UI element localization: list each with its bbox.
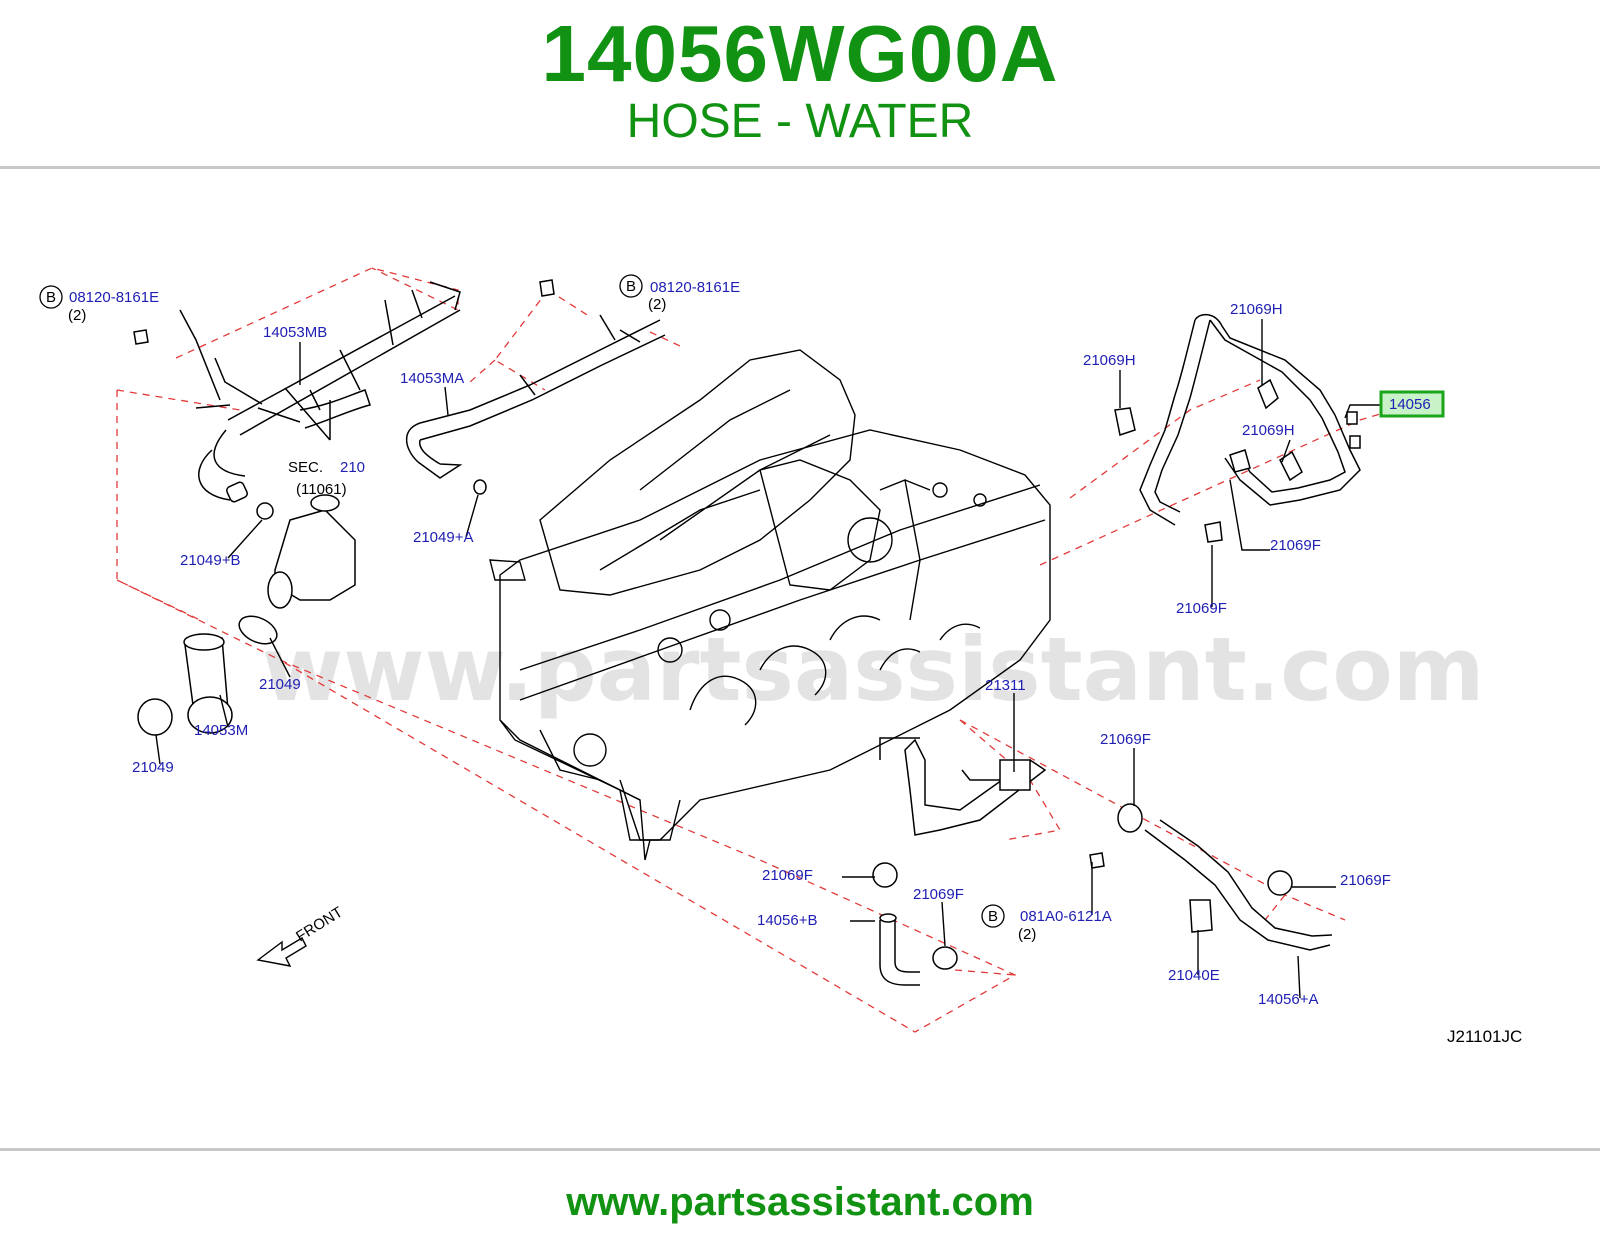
page-header: 14056WG00A HOSE - WATER [0,0,1600,168]
middle-pipe-group [405,279,681,495]
label-14053M: 14053M [194,722,248,739]
diagram-code: J21101JC [1447,1027,1522,1046]
label-21049-1: 21049 [259,676,301,693]
watermark-text: www.partsassistant.com [262,618,1485,721]
label-14056A: 14056+A [1258,991,1318,1008]
parts-diagram: www.partsassistant.com [39,267,1522,1046]
label-21069F-6: 21069F [913,886,964,903]
header-divider [0,166,1600,169]
label-08120-8161E-2: 08120-8161E [650,279,740,296]
label-21069H-2: 21069H [1083,352,1136,369]
footer-url[interactable]: www.partsassistant.com [566,1180,1034,1224]
bolt-badge-3-text: B [988,908,998,925]
label-qty-3: (2) [1018,926,1036,943]
left-pipe-group [116,267,1017,1033]
part-number-title: 14056WG00A [541,9,1059,98]
label-21049-2: 21049 [132,759,174,776]
label-14053MB: 14053MB [263,324,327,341]
label-21049B: 21049+B [180,552,240,569]
footer-divider [0,1148,1600,1151]
sec-sub: (11061) [296,481,347,498]
label-21069F-5: 21069F [762,867,813,884]
label-21069H-3: 21069H [1242,422,1295,439]
label-14056B: 14056+B [757,912,817,929]
callout-bolt-1: B 08120-8161E (2) [39,285,159,324]
highlighted-part-box [1379,390,1445,418]
callout-bolt-2: B 08120-8161E (2) [619,274,740,313]
bolt-badge-2-text: B [626,278,636,295]
bolt-badge-2 [619,274,643,298]
callout-bolt-3: B 081A0-6121A (2) [981,904,1112,943]
label-21069F-4: 21069F [1340,872,1391,889]
label-qty-1: (2) [68,307,86,324]
label-08120-8161E-1: 08120-8161E [69,289,159,306]
part-name-subtitle: HOSE - WATER [626,95,974,148]
label-21069F-2: 21069F [1176,600,1227,617]
sec-label: SEC. [288,459,323,476]
sec-number: 210 [340,459,365,476]
bolt-badge-1-text: B [46,289,56,306]
label-qty-2: (2) [648,296,666,313]
front-arrow: FRONT [256,904,346,967]
label-21049A: 21049+A [413,529,473,546]
label-14053MA: 14053MA [400,370,464,387]
front-label: FRONT [293,904,346,946]
label-21311: 21311 [985,677,1026,694]
right-hose-group [1039,313,1411,566]
bolt-badge-3 [981,904,1005,928]
label-21069F-3: 21069F [1100,731,1151,748]
label-21069H-1: 21069H [1230,301,1283,318]
leader-lines [155,319,1383,999]
lower-hose-group [872,719,1346,986]
label-081A0-6121A: 081A0-6121A [1020,908,1112,925]
label-21040E: 21040E [1168,967,1220,984]
label-21069F-1: 21069F [1270,537,1321,554]
label-14056-highlighted: 14056 [1389,396,1431,413]
engine-block [489,349,1051,861]
bolt-badge-1 [39,285,63,309]
